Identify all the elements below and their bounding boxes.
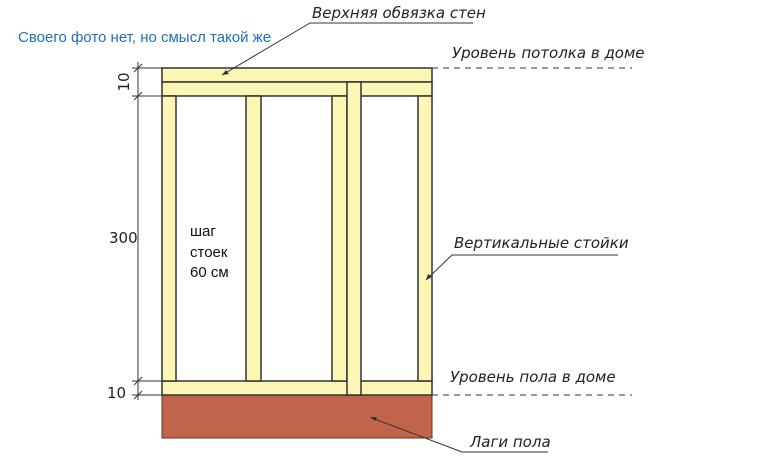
label-ceiling-level: Уровень потолка в доме <box>452 44 645 62</box>
label-floor-level: Уровень пола в доме <box>450 368 616 386</box>
top-plate-lower <box>161 81 433 97</box>
leader-arrowheads <box>222 70 432 421</box>
floor-joist-block <box>161 394 433 439</box>
bottom-plate <box>161 380 433 396</box>
dimension-middle: 300 <box>109 229 138 247</box>
stud-5 <box>417 95 433 382</box>
stud-3 <box>331 95 348 382</box>
stud-spacing-line3: 60 см <box>190 264 229 281</box>
caption-text: Своего фото нет, но смысл такой же <box>18 29 272 46</box>
label-floor-joists: Лаги пола <box>469 433 551 451</box>
stud-2 <box>245 95 262 382</box>
dimension-lines <box>132 62 162 400</box>
dimension-bottom: 10 <box>107 384 126 402</box>
stud-spacing-line1: шаг <box>190 223 216 240</box>
stud-spacing-line2: стоек <box>190 244 228 261</box>
stud-1 <box>161 95 177 382</box>
label-studs: Вертикальные стойки <box>454 234 629 252</box>
label-top-plate: Верхняя обвязка стен <box>312 4 486 22</box>
stud-4 <box>346 81 362 396</box>
top-plate-upper <box>161 67 433 83</box>
dimension-top: 10 <box>115 72 133 91</box>
